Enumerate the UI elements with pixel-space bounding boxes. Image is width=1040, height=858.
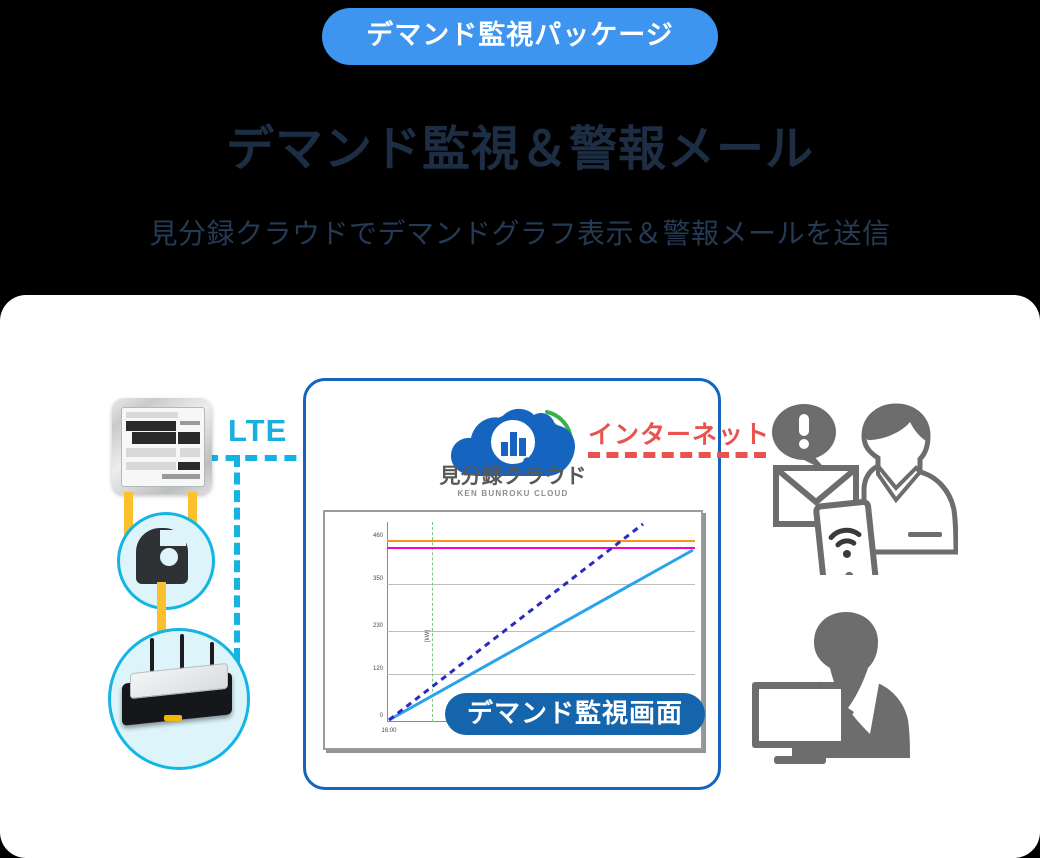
lte-dash-horizontal: [206, 455, 316, 461]
lte-label: LTE: [228, 413, 288, 448]
page-title: デマンド監視＆警報メール: [225, 123, 814, 176]
smartphone-wifi-icon: [813, 499, 879, 575]
wire-ct-gateway: [157, 582, 166, 660]
internet-dash-line: [588, 452, 766, 458]
chart-plot-area: [kW] 460 350 230 120 0 16:00: [373, 522, 695, 734]
lte-dash-vertical: [234, 455, 240, 660]
chart-y-axis: [387, 522, 388, 722]
gridline-120: [387, 674, 695, 675]
monitor-icon: [752, 682, 848, 764]
ken-bunroku-cloud-logo: [443, 398, 583, 494]
current-time-marker: [431, 522, 433, 722]
antenna-1: [150, 638, 154, 672]
package-badge: デマンド監視パッケージ: [322, 8, 718, 65]
alert-bubble-icon: [772, 404, 836, 472]
person-silhouette: [861, 403, 958, 555]
series-forecast-demand: [388, 522, 644, 722]
header-badge-wrap: デマンド監視パッケージ: [0, 8, 1040, 65]
ytick-120: 120: [372, 666, 383, 672]
series-actual-demand: [388, 548, 694, 722]
ytick-350: 350: [372, 575, 383, 582]
person-monitor-icon: [742, 608, 942, 768]
meter-panel-icon: [112, 398, 212, 494]
cloud-logo-svg: [451, 408, 575, 476]
gridline-230: [387, 630, 695, 632]
chart-series-svg: [388, 522, 694, 722]
xtick-1600: 16:00: [381, 728, 397, 734]
page-subtitle: 見分録クラウドでデマンドグラフ表示＆警報メールを送信: [149, 218, 891, 249]
meter-screen: [121, 407, 205, 487]
ct-clamp-gap: [160, 530, 186, 546]
ytick-460: 460: [372, 532, 383, 539]
series-alarm-threshold: [387, 547, 695, 550]
lte-gateway-icon: [122, 634, 234, 726]
gridline-350: [387, 583, 695, 585]
gateway-led: [164, 715, 182, 721]
magnifier-bar-chart-icon: [485, 414, 541, 475]
ytick-230: 230: [372, 622, 383, 629]
antenna-2: [180, 634, 184, 672]
wire-meter-ct-left: [124, 492, 133, 554]
antenna-3: [210, 642, 214, 674]
ct-clamp-hole: [160, 548, 178, 566]
internet-label: インターネット: [588, 421, 771, 449]
cloud-logo-romaji: KEN BUNROKU CLOUD: [457, 489, 569, 498]
cloud-logo-name: 見分録クラウド: [439, 465, 587, 488]
person-mail-alert-icon: [768, 400, 958, 575]
series-contract-limit: [387, 539, 695, 542]
ytick-0: 0: [379, 713, 383, 719]
screen-badge: デマンド監視画面: [445, 693, 706, 735]
